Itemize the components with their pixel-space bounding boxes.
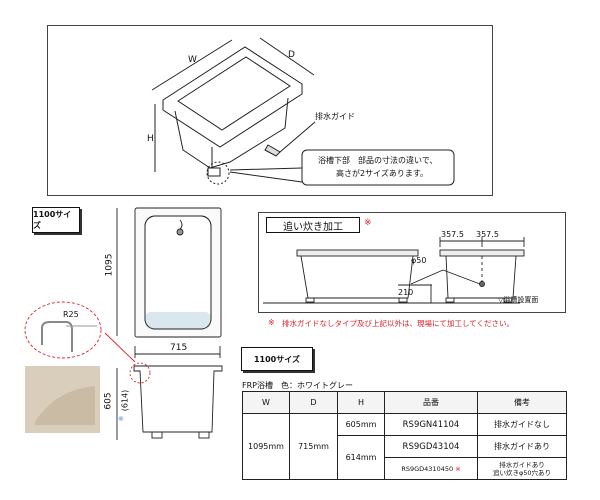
reheat-note: 排水ガイドなしタイプ及び上記以外は、現場にて加工してください。 <box>282 319 515 328</box>
corner-highlight <box>129 362 151 384</box>
end-rim <box>439 249 525 257</box>
header-d: D <box>289 391 338 414</box>
cell-part: RS9GD43104 <box>384 435 478 458</box>
note-line1: 排水ガイドあり <box>499 460 545 469</box>
side-outline <box>133 365 223 433</box>
length-1095: 1095 <box>104 253 115 277</box>
spec-table: W D H 品番 備考 1095mm 715mm 605mm RS9GN4110… <box>242 391 567 480</box>
plan-seat <box>145 312 211 329</box>
header-part: 品番 <box>384 391 478 414</box>
dim-line-d <box>259 37 315 76</box>
cell-part: RS9GD4310450 ※ <box>384 457 478 480</box>
iso-tub-drawing <box>151 37 455 186</box>
reheat-title: 追い炊き加工 <box>266 217 360 233</box>
height-605: 605 <box>103 392 114 410</box>
tub-rim <box>162 46 303 148</box>
end-body <box>445 255 517 299</box>
cell-note: 排水ガイドあり <box>477 435 567 458</box>
dim-w-label: W <box>188 55 197 65</box>
note-mark: ※ <box>268 318 275 327</box>
r25-label: R25 <box>63 310 79 319</box>
hole-height: 210 <box>398 288 414 297</box>
cell-part: RS9GN41104 <box>384 413 478 436</box>
cell-w: 1095mm <box>242 413 290 480</box>
part-number: RS9GD4310450 <box>401 464 454 473</box>
height-alt-614: (614) <box>120 389 130 412</box>
detail-arrow <box>104 332 136 363</box>
spec-size-label: 1100サイズ <box>241 347 313 371</box>
tub-body <box>174 97 289 169</box>
dim-d-label: D <box>288 50 295 60</box>
dim-h-label: H <box>147 134 154 144</box>
table-header-row: W D H 品番 備考 <box>242 391 567 414</box>
callout-line1: 浴槽下部 部品の寸法の違いで、 <box>318 156 438 165</box>
note-line2: 追い炊きφ50穴あり <box>492 468 552 477</box>
hole-marker <box>479 281 485 287</box>
floor-label: ▽浴槽設置面 <box>498 296 539 304</box>
tub-inner <box>177 56 291 131</box>
drain-hole <box>176 228 184 236</box>
header-note: 備考 <box>477 391 567 414</box>
cell-note: 排水ガイドなし <box>477 413 567 436</box>
cell-h: 614mm <box>337 435 385 480</box>
iso-diagram-frame <box>47 25 493 196</box>
part-mark: ※ <box>455 464 461 473</box>
foot <box>207 167 221 177</box>
dim-line-w <box>151 39 233 91</box>
foot-highlight <box>206 161 230 185</box>
drain-guide-label: 排水ガイド <box>315 112 355 121</box>
reheat-panel-frame <box>258 212 566 313</box>
reheat-mark: ※ <box>364 218 372 228</box>
dim-left-357: 357.5 <box>441 230 464 239</box>
hole-diameter: φ50 <box>411 256 427 265</box>
table-row: 1095mm 715mm 605mm RS9GN41104 排水ガイドなし <box>242 413 567 480</box>
reheat-drawing <box>263 237 525 304</box>
callout-line2: 高さが2サイズあります。 <box>336 169 429 178</box>
side-body <box>300 255 414 299</box>
height-alt-mark: ※ <box>118 415 124 423</box>
side-rim <box>296 249 419 257</box>
callout-box <box>301 149 455 186</box>
header-h: H <box>337 391 385 414</box>
header-w: W <box>242 391 290 414</box>
dim-right-357: 357.5 <box>476 230 499 239</box>
table-row: RS9GD4310450 ※ 排水ガイドあり追い炊きφ50穴あり <box>243 457 567 480</box>
r25-detail-circle <box>24 301 102 359</box>
size-label: 1100サイズ <box>32 207 80 233</box>
spec-caption: FRP浴槽 色：ホワイトグレー <box>242 381 353 390</box>
drain-guide-leader <box>279 121 316 153</box>
drain-guide-pipe <box>264 144 281 157</box>
plan-side-drawing <box>24 207 223 440</box>
cell-d: 715mm <box>289 413 338 480</box>
width-715: 715 <box>170 343 188 353</box>
cell-h: 605mm <box>337 413 385 436</box>
cell-note: 排水ガイドあり追い炊きφ50穴あり <box>477 457 567 480</box>
